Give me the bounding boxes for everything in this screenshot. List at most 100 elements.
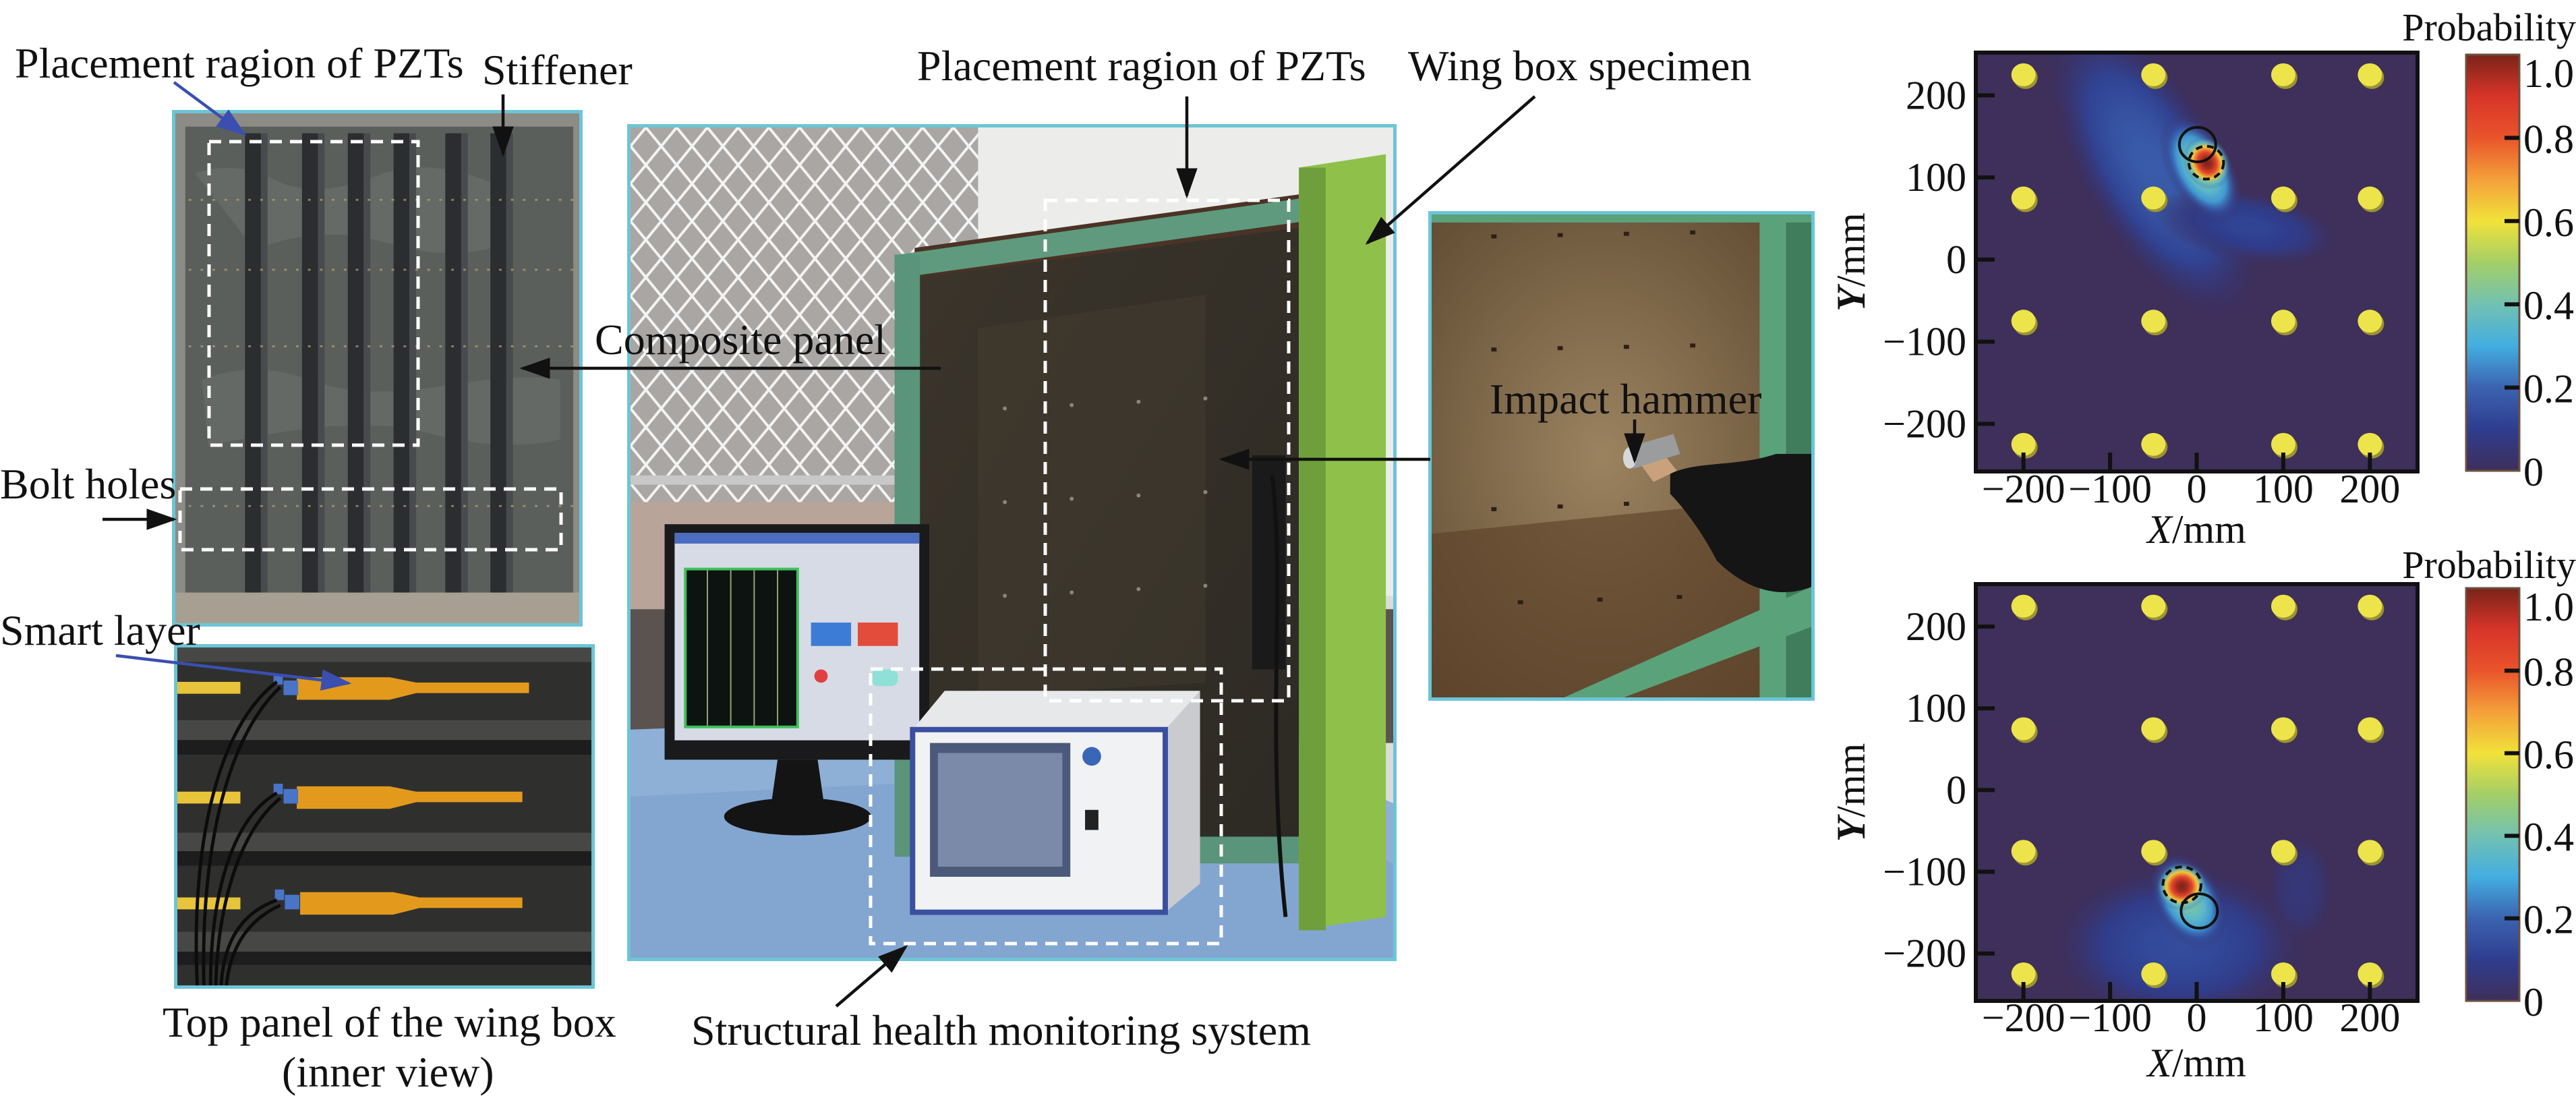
y-axis-label: Y/mm <box>1829 743 1873 842</box>
y-tick-label: −100 <box>1883 320 1966 364</box>
x-tick-label: −100 <box>2068 996 2152 1040</box>
sensor-dot <box>2358 717 2382 741</box>
top-panel-image <box>175 113 579 623</box>
pzt-sensor-marker <box>2358 310 2384 336</box>
pzt-sensor-marker <box>2141 310 2168 336</box>
sensor-dot <box>2141 717 2166 741</box>
y-tick-label: 100 <box>1906 686 1966 730</box>
colorbar-tick-label: 0.6 <box>2523 732 2574 777</box>
y-tick-label: 0 <box>1946 237 1966 282</box>
pzt-sensor-marker <box>2141 63 2168 89</box>
pzt-sensor-marker <box>2011 310 2038 336</box>
sensor-dot <box>2358 594 2382 618</box>
sensor-dot <box>2358 840 2382 863</box>
colorbar-tick-label: 1.0 <box>2523 585 2574 629</box>
colorbar-tick-label: 0.4 <box>2523 815 2574 859</box>
actual-impact-circle <box>2177 125 2217 163</box>
estimated-impact-circle <box>2187 144 2225 181</box>
x-axis-variable: X <box>2146 507 2173 552</box>
y-axis-variable: Y <box>1829 283 1873 312</box>
sensor-dot <box>2141 186 2166 210</box>
x-axis-label: X/mm <box>2146 1041 2246 1085</box>
colorbar <box>2465 587 2521 1002</box>
sensor-dot <box>2271 310 2295 333</box>
label-pzt-region-center: Placement ragion of PZTs <box>917 42 1366 90</box>
sensor-dot <box>2011 432 2036 456</box>
x-axis-variable: X <box>2146 1041 2173 1085</box>
pzt-sensor-marker <box>2011 432 2038 459</box>
sensor-dot <box>2011 594 2036 618</box>
probability-field <box>1976 53 2418 471</box>
colorbar-tick-label: 0.2 <box>2523 898 2574 942</box>
pzt-sensor-marker <box>2358 432 2384 459</box>
pzt-sensor-marker <box>2271 962 2297 989</box>
y-axis-label: Y/mm <box>1829 212 1873 312</box>
x-tick-label: 0 <box>2187 467 2207 511</box>
x-tick-label: 200 <box>2339 467 2400 511</box>
sensor-dot <box>2271 962 2295 986</box>
pzt-sensor-marker <box>2271 310 2297 336</box>
colorbar-title: Probability <box>2402 5 2576 49</box>
y-tick-label: −200 <box>1883 401 1966 446</box>
y-axis-unit: /mm <box>1829 743 1873 817</box>
photo-top-panel-inner <box>174 644 595 989</box>
pzt-sensor-marker <box>2141 186 2168 212</box>
y-axis-unit: /mm <box>1829 212 1873 287</box>
y-tick-label: 200 <box>1906 604 1966 649</box>
x-tick-label: −200 <box>1982 996 2066 1040</box>
pzt-sensor-marker <box>2271 840 2297 866</box>
sensor-dot <box>2271 63 2295 86</box>
label-pzt-region-left: Placement ragion of PZTs <box>15 39 464 87</box>
x-tick-label: 200 <box>2339 996 2400 1040</box>
sensor-dot <box>2011 840 2036 863</box>
sensor-dot <box>2011 186 2036 210</box>
label-bolt-holes: Bolt holes <box>0 460 177 508</box>
sensor-dot <box>2271 717 2295 741</box>
x-axis-unit: /mm <box>2172 1041 2246 1085</box>
colorbar-tick-label: 0 <box>2523 980 2544 1025</box>
sensor-dot <box>2141 432 2166 456</box>
colorbar-tick-label: 0.8 <box>2523 650 2574 694</box>
caption-shm-system: Structural health monitoring system <box>691 1006 1311 1054</box>
impact-image <box>1432 214 1811 697</box>
caption-inner-view: (inner view) <box>282 1048 494 1096</box>
colorbar-tick-label: 0 <box>2523 450 2544 494</box>
colorbar-tick-label: 0.4 <box>2523 283 2574 328</box>
sensor-dot <box>2011 717 2036 741</box>
y-tick-label: 0 <box>1946 768 1966 812</box>
label-impact-hammer: Impact hammer <box>1490 375 1762 423</box>
smart-layer-image <box>177 647 591 985</box>
pzt-sensor-marker <box>2141 962 2168 989</box>
sensor-dot <box>2141 310 2166 333</box>
pzt-sensor-marker <box>2358 594 2384 621</box>
x-tick-label: 100 <box>2253 467 2314 511</box>
pzt-sensor-marker <box>2141 717 2168 743</box>
pzt-sensor-marker <box>2271 63 2297 89</box>
actual-impact-circle <box>2179 892 2219 930</box>
label-wing-box-specimen: Wing box specimen <box>1408 42 1752 90</box>
sensor-dot <box>2011 63 2036 86</box>
pzt-sensor-marker <box>2271 186 2297 212</box>
label-composite-panel: Composite panel <box>595 316 886 364</box>
y-tick-label: 200 <box>1906 73 1966 117</box>
label-stiffener: Stiffener <box>482 46 633 94</box>
pzt-sensor-marker <box>2358 840 2384 866</box>
pzt-sensor-marker <box>2358 186 2384 212</box>
sensor-dot <box>2141 962 2166 986</box>
photo-top-panel-outer <box>172 110 583 627</box>
photo-experimental-setup <box>627 124 1397 961</box>
sensor-dot <box>2141 63 2166 86</box>
sensor-dot <box>2271 432 2295 456</box>
pzt-sensor-marker <box>2141 594 2168 621</box>
colorbar <box>2465 53 2521 472</box>
pzt-sensor-marker <box>2011 962 2038 989</box>
y-tick-label: 100 <box>1906 155 1966 200</box>
colorbar-title: Probability <box>2402 543 2576 587</box>
caption-top-panel: Top panel of the wing box <box>163 998 616 1046</box>
pzt-sensor-marker <box>2271 717 2297 743</box>
sensor-dot <box>2358 310 2382 333</box>
pzt-sensor-marker <box>2141 432 2168 459</box>
sensor-dot <box>2141 840 2166 863</box>
sensor-dot <box>2141 594 2166 618</box>
